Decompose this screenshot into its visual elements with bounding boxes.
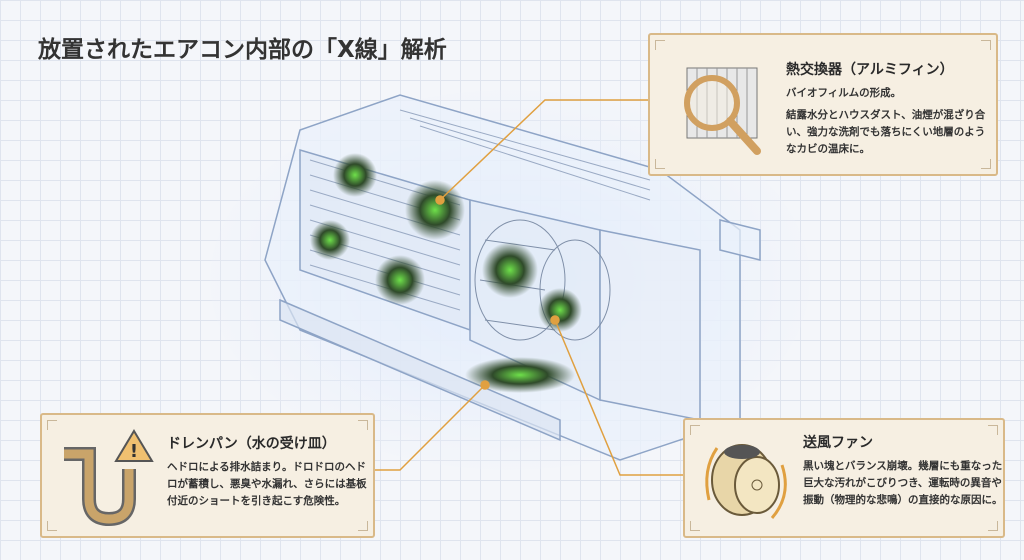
fan-title: 送風ファン bbox=[803, 435, 873, 451]
mold-spots bbox=[310, 153, 582, 393]
fan-card: 送風ファン 黒い塊とバランス崩壊。幾層にも重なった巨大な汚れがこびりつき、運転時… bbox=[683, 418, 1005, 538]
drain-pan-body: ヘドロによる排水詰まり。ドロドロのヘドロが蓄積し、悪臭や水漏れ、さらには基板付近… bbox=[167, 461, 367, 507]
dirty-fan-icon bbox=[705, 444, 787, 519]
fan-body: 黒い塊とバランス崩壊。幾層にも重なった巨大な汚れがこびりつき、運転時の異音や振動… bbox=[803, 460, 1003, 506]
heat-exchanger-body: 結露水分とハウスダスト、油煙が混ざり合い、強力な洗剤でも落ちにくい地層のようなカ… bbox=[786, 109, 986, 155]
heat-exchanger-card: 熱交換器（アルミフィン） バイオフィルムの形成。 結露水分とハウスダスト、油煙が… bbox=[648, 33, 998, 176]
heat-exchanger-fins bbox=[309, 109, 651, 311]
page-title: 放置されたエアコン内部の「X線」解析 bbox=[38, 37, 447, 63]
drain-pan-title: ドレンパン（水の受け皿） bbox=[167, 436, 336, 452]
drain-pan-card: ! ドレンパン（水の受け皿） ヘドロによる排水詰まり。ドロドロのヘドロが蓄積し、… bbox=[40, 413, 375, 538]
heat-exchanger-title: 熱交換器（アルミフィン） bbox=[786, 62, 954, 78]
svg-text:!: ! bbox=[130, 441, 138, 462]
heat-exchanger-subtitle: バイオフィルムの形成。 bbox=[786, 87, 902, 99]
clogged-pipe-warning-icon: ! bbox=[64, 429, 154, 527]
leader-lines bbox=[375, 99, 683, 476]
magnifier-icon bbox=[684, 67, 761, 155]
